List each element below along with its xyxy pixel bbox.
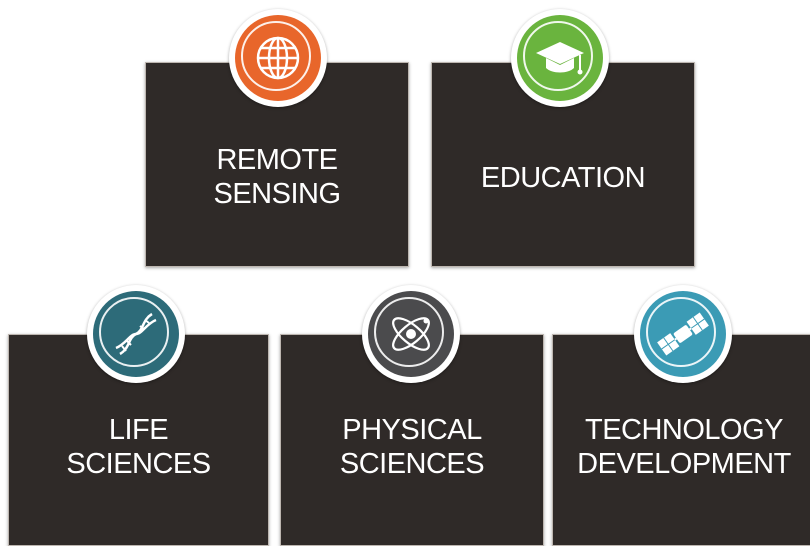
satellite-icon [657, 312, 709, 356]
graduation-cap-icon [536, 42, 584, 75]
badge-ring [374, 297, 444, 367]
badge-education [511, 9, 609, 107]
badge-remote-sensing [229, 9, 327, 107]
badge-life-sciences [87, 285, 185, 383]
badge-ring [523, 21, 593, 91]
globe-icon [256, 36, 300, 80]
badge-ring [646, 297, 716, 367]
tile-label: REMOTE SENSING [213, 144, 341, 210]
atom-icon [392, 317, 430, 351]
badge-ring [241, 21, 311, 91]
tile-label: EDUCATION [480, 162, 646, 194]
badge-technology-development [634, 285, 732, 383]
tile-label: LIFE SCIENCES [66, 414, 211, 480]
tile-label: PHYSICAL SCIENCES [339, 414, 485, 480]
badge-ring [99, 297, 169, 367]
tile-label: TECHNOLOGY DEVELOPMENT [577, 414, 791, 480]
dna-icon [115, 312, 157, 356]
badge-physical-sciences [362, 285, 460, 383]
